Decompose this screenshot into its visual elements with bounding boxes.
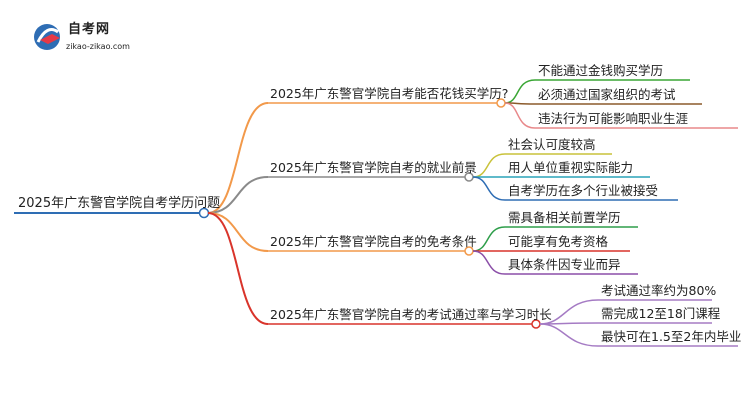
- edge-b1-l1: [504, 79, 536, 104]
- leaf-item: 最快可在1.5至2年内毕业: [601, 329, 742, 344]
- leaf-item: 自考学历在多个行业被接受: [508, 183, 659, 198]
- leaf-item: 不能通过金钱购买学历: [538, 63, 664, 78]
- edge-root-b2: [207, 176, 269, 214]
- edge-root-b1: [207, 102, 269, 214]
- edge-b2-l1: [472, 153, 506, 178]
- leaf-item: 社会认可度较高: [508, 137, 596, 152]
- leaf-item: 需具备相关前置学历: [508, 210, 621, 225]
- edge-b4-l3: [539, 323, 599, 347]
- branch-title: 2025年广东警官学院自考的考试通过率与学习时长: [270, 307, 552, 322]
- leaf-item: 必须通过国家组织的考试: [538, 87, 676, 102]
- leaf-item: 需完成12至18门课程: [601, 306, 721, 321]
- branch-title: 2025年广东警官学院自考能否花钱买学历?: [270, 86, 509, 101]
- edge-b3-l3: [472, 250, 506, 275]
- leaf-item: 考试通过率约为80%: [601, 283, 717, 298]
- edge-b2-l3: [472, 176, 506, 201]
- edge-root-b4: [207, 212, 269, 325]
- edge-root-b3: [207, 212, 269, 252]
- logo-subtitle: zikao-zikao.com: [66, 42, 130, 51]
- leaf-item: 具体条件因专业而异: [508, 257, 621, 272]
- leaf-item: 可能享有免考资格: [508, 234, 609, 249]
- leaf-item: 用人单位重视实际能力: [508, 160, 634, 175]
- leaf-item: 违法行为可能影响职业生涯: [538, 111, 689, 126]
- edge-b1-l3: [504, 102, 536, 129]
- logo-title: 自考网: [68, 22, 111, 37]
- branch-title: 2025年广东警官学院自考的免考条件: [270, 234, 477, 249]
- branch-title: 2025年广东警官学院自考的就业前景: [270, 160, 477, 175]
- edge-b3-l1: [472, 226, 506, 252]
- root-topic: 2025年广东警官学院自考学历问题: [18, 196, 221, 211]
- site-logo: [34, 24, 60, 50]
- graduation-cap-icon: [34, 24, 60, 50]
